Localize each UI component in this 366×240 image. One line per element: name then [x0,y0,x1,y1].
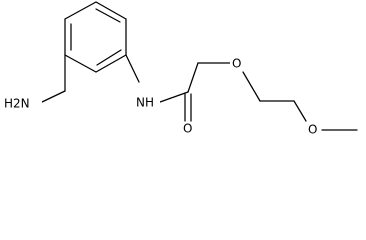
ch2-to-amine-bond [41,90,66,103]
ring-bond-lower-right [95,54,127,73]
ring-to-nh-bond [125,54,140,83]
amine-label-bg [2,96,42,110]
ring-double-bond-right [96,49,122,66]
aminomethyl-group [41,54,66,103]
ring-bond-upper-left [64,1,97,20]
nh-to-carbonyl-bond [159,91,189,103]
chemical-structure: H2N NH O O O [2,1,358,137]
amide-side-chain [125,54,358,131]
ring-bond-lower-left [64,54,97,73]
ether-o2-label: O [308,123,317,137]
amide-nh-label-bg [134,95,160,109]
ring-bond-top [95,1,127,20]
carbonyl-o-label-bg [181,122,195,136]
carbonyl-o-label: O [183,122,192,136]
ether-o1-to-ch2-bond [242,71,261,102]
ch2-to-ether-o2-bond [293,100,307,122]
benzene-ring [64,1,127,73]
ether-o1-label-bg [230,57,244,71]
atom-labels: H2N NH O O O [2,57,320,137]
ether-o1-label: O [232,57,241,71]
ether-o2-label-bg [306,123,320,137]
structure-canvas: H2N NH O O O [2,1,358,137]
amine-label: H2N [4,97,30,111]
ring-double-bond-top [95,8,121,23]
amide-nh-label: NH [136,96,154,110]
carbonyl-to-ch2-bond [187,62,199,93]
